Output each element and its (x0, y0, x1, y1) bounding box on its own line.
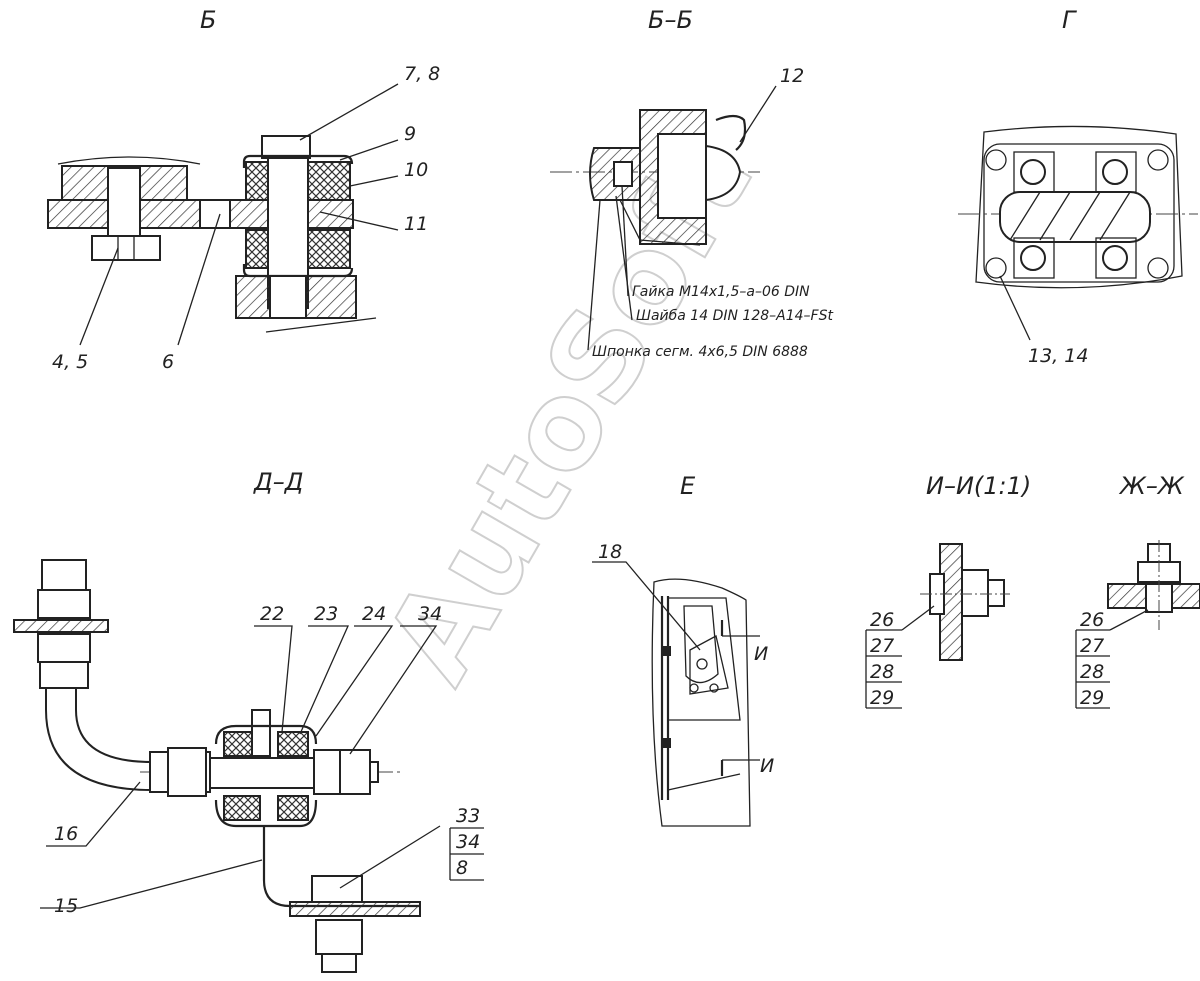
view-b-title: Б (200, 6, 216, 34)
view-ii-label-29: 29 (870, 687, 894, 709)
view-bb-label-12: 12 (780, 65, 804, 87)
view-dd-label-33: 33 (456, 805, 480, 827)
view-zz-label-26: 26 (1080, 609, 1104, 631)
view-zz-label-27: 27 (1080, 635, 1104, 657)
view-zz: Ж–Ж 26 27 28 29 (1075, 472, 1200, 709)
view-dd-label-34b: 34 (456, 831, 480, 853)
view-b-label-9: 9 (404, 123, 416, 145)
view-dd-label-22: 22 (260, 603, 284, 625)
view-b-label-6: 6 (162, 351, 174, 373)
view-zz-label-28: 28 (1080, 661, 1104, 683)
view-b-label-4-5: 4, 5 (52, 351, 88, 373)
view-dd-label-8: 8 (456, 857, 468, 879)
view-ii-label-28: 28 (870, 661, 894, 683)
view-dd-label-34: 34 (418, 603, 442, 625)
view-dd-label-16: 16 (54, 823, 78, 845)
view-ii: И–И(1:1) 26 27 28 29 (865, 472, 1031, 709)
view-e: Е 18 И И (592, 472, 774, 827)
view-g-title: Г (1062, 6, 1077, 34)
view-bb-note-key: Шпонка сегм. 4х6,5 DIN 6888 (592, 344, 808, 360)
view-ii-title: И–И(1:1) (926, 472, 1031, 500)
view-dd-label-23: 23 (314, 603, 338, 625)
view-g: Г 13, 14 (958, 6, 1198, 367)
view-e-label-i-top: И (754, 643, 768, 665)
view-e-label-i-bottom: И (760, 755, 774, 777)
view-zz-title: Ж–Ж (1118, 472, 1185, 500)
view-bb-note-nut: Гайка М14х1,5–a–06 DIN (632, 284, 810, 300)
view-dd-label-24: 24 (362, 603, 386, 625)
view-bb-note-washer: Шайба 14 DIN 128–A14–FSt (636, 308, 833, 324)
view-bb: Б–Б 12 Гайка М14х1,5–a–06 DIN Шайба 14 D… (550, 6, 833, 360)
view-g-label-13-14: 13, 14 (1028, 345, 1088, 367)
view-dd-label-15: 15 (54, 895, 78, 917)
view-bb-title: Б–Б (648, 6, 693, 34)
view-dd: Д–Д (13, 468, 484, 973)
view-b: Б 7, 8 9 10 11 4, 5 6 (47, 6, 440, 373)
view-b-label-11: 11 (404, 213, 428, 235)
view-b-label-7-8: 7, 8 (404, 63, 440, 85)
view-b-label-10: 10 (404, 159, 428, 181)
view-e-label-18: 18 (598, 541, 622, 563)
view-dd-title: Д–Д (253, 468, 304, 496)
view-e-title: Е (680, 472, 696, 500)
view-ii-label-27: 27 (870, 635, 894, 657)
view-zz-label-29: 29 (1080, 687, 1104, 709)
view-ii-label-26: 26 (870, 609, 894, 631)
